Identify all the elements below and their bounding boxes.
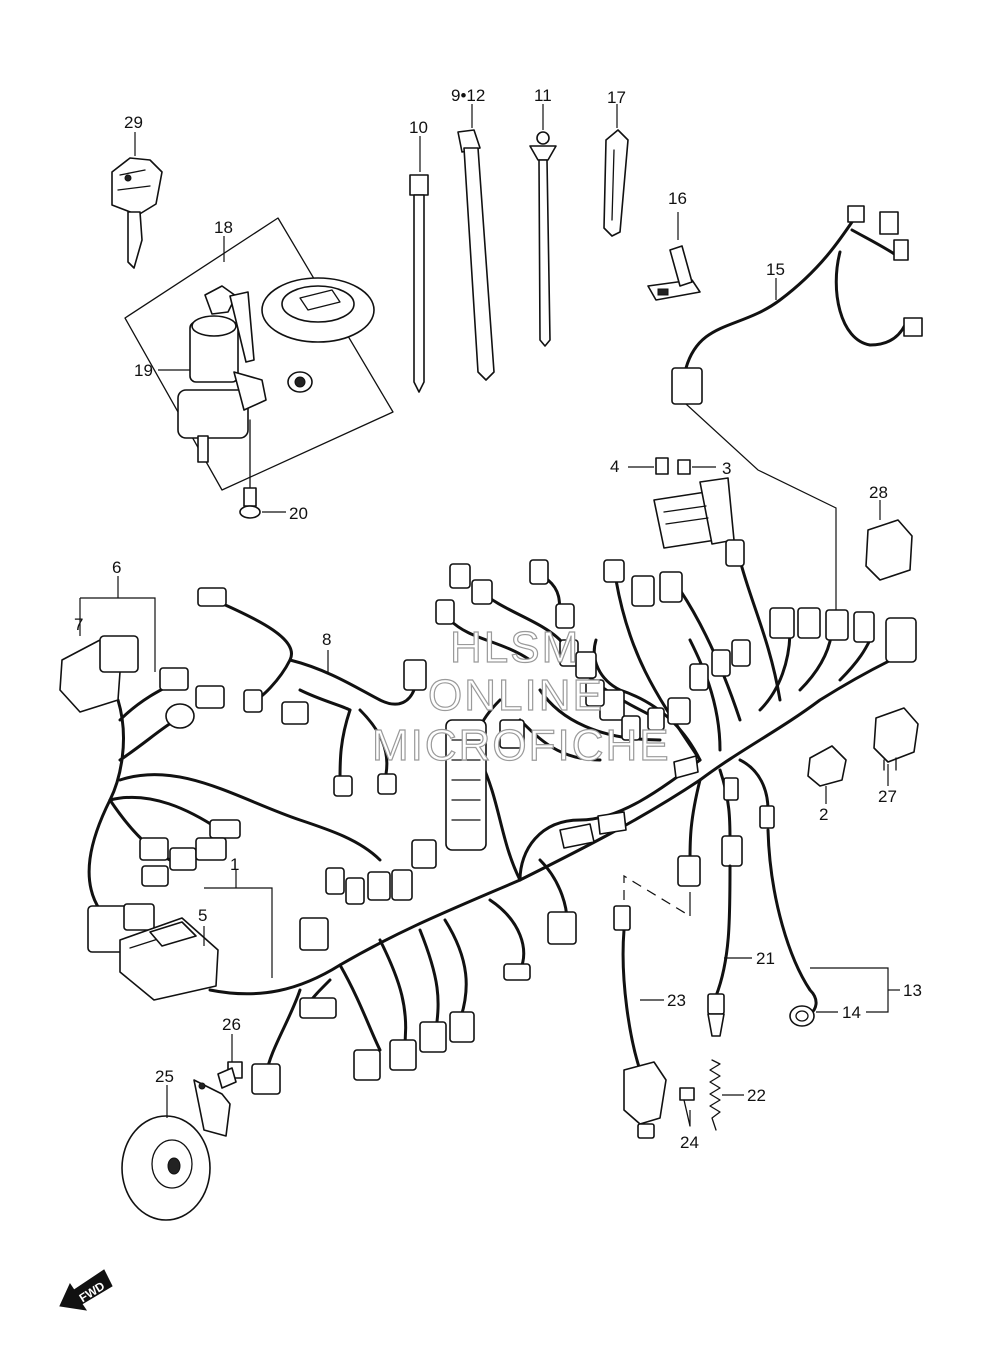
switch-part-23 xyxy=(613,905,667,1139)
callout-4: 4 xyxy=(610,457,619,476)
clamp-part-16 xyxy=(647,212,701,301)
fuse-part-3 xyxy=(677,459,716,475)
sensor-part-13-14 xyxy=(766,828,900,1027)
callout-2: 2 xyxy=(819,805,828,824)
harness-part-8 xyxy=(197,587,427,797)
cable-tie-part-10 xyxy=(409,174,429,393)
callout-24: 24 xyxy=(680,1133,699,1152)
callout-leaders xyxy=(79,104,889,1118)
ecu-part-5 xyxy=(119,917,219,1001)
callout-20: 20 xyxy=(289,504,308,523)
relay-part-27 xyxy=(873,707,919,771)
cable-tie-part-9-12 xyxy=(457,129,495,381)
callout-3: 3 xyxy=(722,459,731,478)
callout-29: 29 xyxy=(124,113,143,132)
lock-set-kit-outline-18 xyxy=(124,217,394,491)
ignition-switch-part-19 xyxy=(177,285,267,463)
spring-part-22 xyxy=(709,1059,744,1131)
callout-5: 5 xyxy=(198,906,207,925)
main-harness-connectors xyxy=(251,539,917,1095)
bolt-part-26 xyxy=(217,1061,243,1089)
callout-22: 22 xyxy=(747,1086,766,1105)
callout-26: 26 xyxy=(222,1015,241,1034)
callout-8: 8 xyxy=(322,630,331,649)
callout-labels: 29 18 19 20 10 9•12 11 17 16 15 4 3 28 6… xyxy=(74,86,922,1152)
callout-19: 19 xyxy=(134,361,153,380)
bolt-part-20 xyxy=(239,419,286,519)
leader-line xyxy=(685,403,837,620)
callout-14: 14 xyxy=(842,1003,861,1022)
bolt-part-24 xyxy=(679,1087,695,1127)
main-harness-part-1 xyxy=(208,558,914,1077)
band-part-17 xyxy=(603,129,629,237)
horn-part-25 xyxy=(121,1079,231,1221)
relay-part-2 xyxy=(807,745,847,804)
callout-27: 27 xyxy=(878,787,897,806)
watermark-line-1: HLSM xyxy=(450,623,580,672)
callout-6: 6 xyxy=(112,558,121,577)
callout-7: 7 xyxy=(74,615,83,634)
watermark: HLSM ONLINE MICROFICHE xyxy=(371,622,671,770)
callout-1: 1 xyxy=(230,855,239,874)
fwd-arrow: FWD xyxy=(59,1269,113,1311)
callout-13: 13 xyxy=(903,981,922,1000)
dashed-leader-line xyxy=(623,874,691,917)
callout-21: 21 xyxy=(756,949,775,968)
sensor-part-21 xyxy=(707,864,732,1037)
callout-9-12: 9•12 xyxy=(451,86,485,105)
callout-11: 11 xyxy=(534,86,552,105)
fuse-part-4 xyxy=(628,457,669,475)
key-part-29 xyxy=(111,157,163,269)
callout-17: 17 xyxy=(607,88,626,107)
callout-23: 23 xyxy=(667,991,686,1010)
relay-part-28 xyxy=(865,500,913,581)
callout-10: 10 xyxy=(409,118,428,137)
callout-15: 15 xyxy=(766,260,785,279)
callout-28: 28 xyxy=(869,483,888,502)
watermark-line-2: ONLINE xyxy=(428,671,604,720)
harness-part-6-7 xyxy=(59,635,382,953)
clamp-part-11 xyxy=(529,131,557,347)
callout-25: 25 xyxy=(155,1067,174,1086)
fuse-box xyxy=(653,477,735,549)
fuel-cap-part-18 xyxy=(261,277,375,393)
callout-16: 16 xyxy=(668,189,687,208)
callout-18: 18 xyxy=(214,218,233,237)
watermark-line-3: MICROFICHE xyxy=(372,721,671,770)
sub-harness-part-15 xyxy=(671,205,923,405)
